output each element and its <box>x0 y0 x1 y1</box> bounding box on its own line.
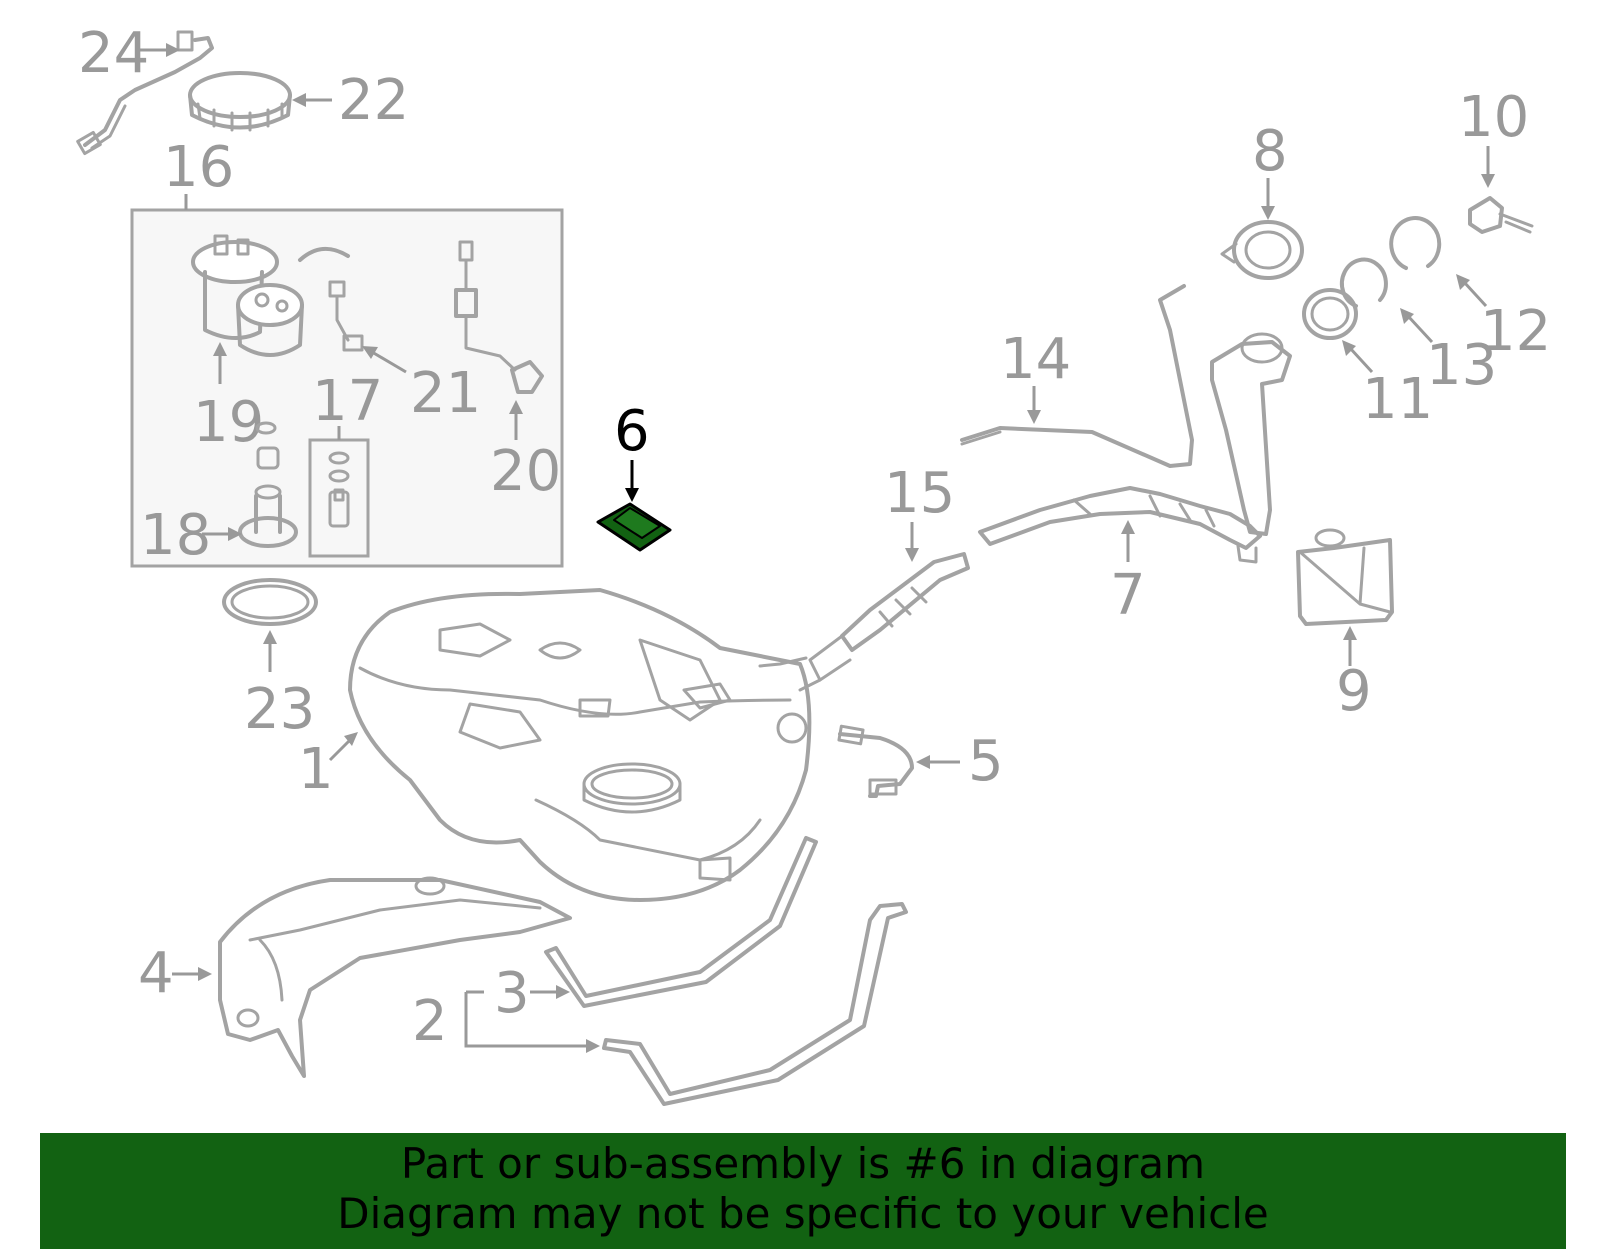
arrow-12 <box>1456 274 1470 290</box>
part-23-gasket <box>222 578 318 626</box>
arrow-4 <box>198 967 212 981</box>
leader-1 <box>328 738 352 762</box>
part-8-housing <box>1220 220 1304 280</box>
part-1-fuel-tank <box>348 588 812 902</box>
part-11-ring <box>1302 288 1358 340</box>
arrow-14 <box>1027 410 1041 424</box>
part-17-filter-kit <box>328 451 350 528</box>
part-20-level-sender <box>454 240 544 394</box>
callout-19: 19 <box>193 390 264 455</box>
callout-22: 22 <box>338 68 409 133</box>
banner-line-2: Diagram may not be specific to your vehi… <box>337 1189 1269 1238</box>
callout-8: 8 <box>1252 119 1288 184</box>
part-21-sender-harness <box>298 247 364 352</box>
callout-3: 3 <box>494 961 530 1026</box>
leader-21 <box>371 350 407 374</box>
callout-12: 12 <box>1480 299 1551 364</box>
banner-line-1: Part or sub-assembly is #6 in diagram <box>400 1139 1206 1188</box>
arrow-8 <box>1261 206 1275 220</box>
arrow-23 <box>263 630 277 644</box>
part-2-strap <box>602 902 908 1106</box>
arrow-22 <box>292 93 306 107</box>
part-4-shield <box>218 876 572 1078</box>
callout-13: 13 <box>1426 333 1497 398</box>
parts-diagram: 24 22 16 19 21 2 <box>76 21 1551 1106</box>
part-13-ring <box>1339 257 1388 308</box>
arrow-21 <box>362 346 378 359</box>
part-18-regulator <box>238 421 298 548</box>
leader-13 <box>1406 314 1434 344</box>
part-7-filler-pipe <box>978 332 1292 564</box>
callout-23: 23 <box>244 677 315 742</box>
arrow-5 <box>916 755 930 769</box>
part-6-highlighted <box>596 502 672 552</box>
callout-11: 11 <box>1362 367 1433 432</box>
arrow-10 <box>1481 174 1495 188</box>
part-15-hose <box>758 552 970 692</box>
part-12-ring <box>1389 216 1442 270</box>
arrow-6 <box>625 488 639 502</box>
arrow-18 <box>228 527 242 541</box>
leader-2 <box>464 990 592 1048</box>
callout-20: 20 <box>490 439 561 504</box>
part-10-cap <box>1468 196 1534 234</box>
callout-10: 10 <box>1458 85 1529 150</box>
callout-21: 21 <box>410 361 481 426</box>
part-14-vent-tube <box>960 284 1194 468</box>
arrow-3 <box>556 985 570 999</box>
leader-12 <box>1462 280 1488 308</box>
info-banner: Part or sub-assembly is #6 in diagram Di… <box>40 1133 1566 1249</box>
callout-9: 9 <box>1336 659 1372 724</box>
callout-18: 18 <box>140 503 211 568</box>
leader-11 <box>1348 346 1374 374</box>
arrow-15 <box>905 548 919 562</box>
part-24-fuel-tube <box>76 30 214 156</box>
arrow-20 <box>509 400 523 414</box>
arrow-2 <box>586 1039 600 1053</box>
arrow-9 <box>1343 626 1357 640</box>
callout-1: 1 <box>298 737 334 802</box>
arrow-19 <box>213 342 227 356</box>
callout-16: 16 <box>163 135 234 200</box>
callout-5: 5 <box>968 729 1004 794</box>
callout-17: 17 <box>312 369 383 434</box>
arrow-11 <box>1342 340 1356 356</box>
part-9-canister <box>1296 528 1394 626</box>
callout-24: 24 <box>78 21 149 86</box>
arrow-1 <box>344 732 358 746</box>
part-22-lock-ring <box>188 71 292 132</box>
callout-6: 6 <box>614 399 650 464</box>
arrow-7 <box>1121 520 1135 534</box>
part-19-pump-module <box>191 234 304 357</box>
callout-4: 4 <box>138 941 174 1006</box>
part-3-strap <box>544 836 818 1008</box>
arrow-13 <box>1400 308 1414 324</box>
part-5-harness <box>837 724 914 798</box>
callout-14: 14 <box>1000 327 1071 392</box>
callout-7: 7 <box>1110 563 1146 628</box>
callout-2: 2 <box>412 989 448 1054</box>
callout-15: 15 <box>884 461 955 526</box>
arrow-24 <box>166 43 180 57</box>
